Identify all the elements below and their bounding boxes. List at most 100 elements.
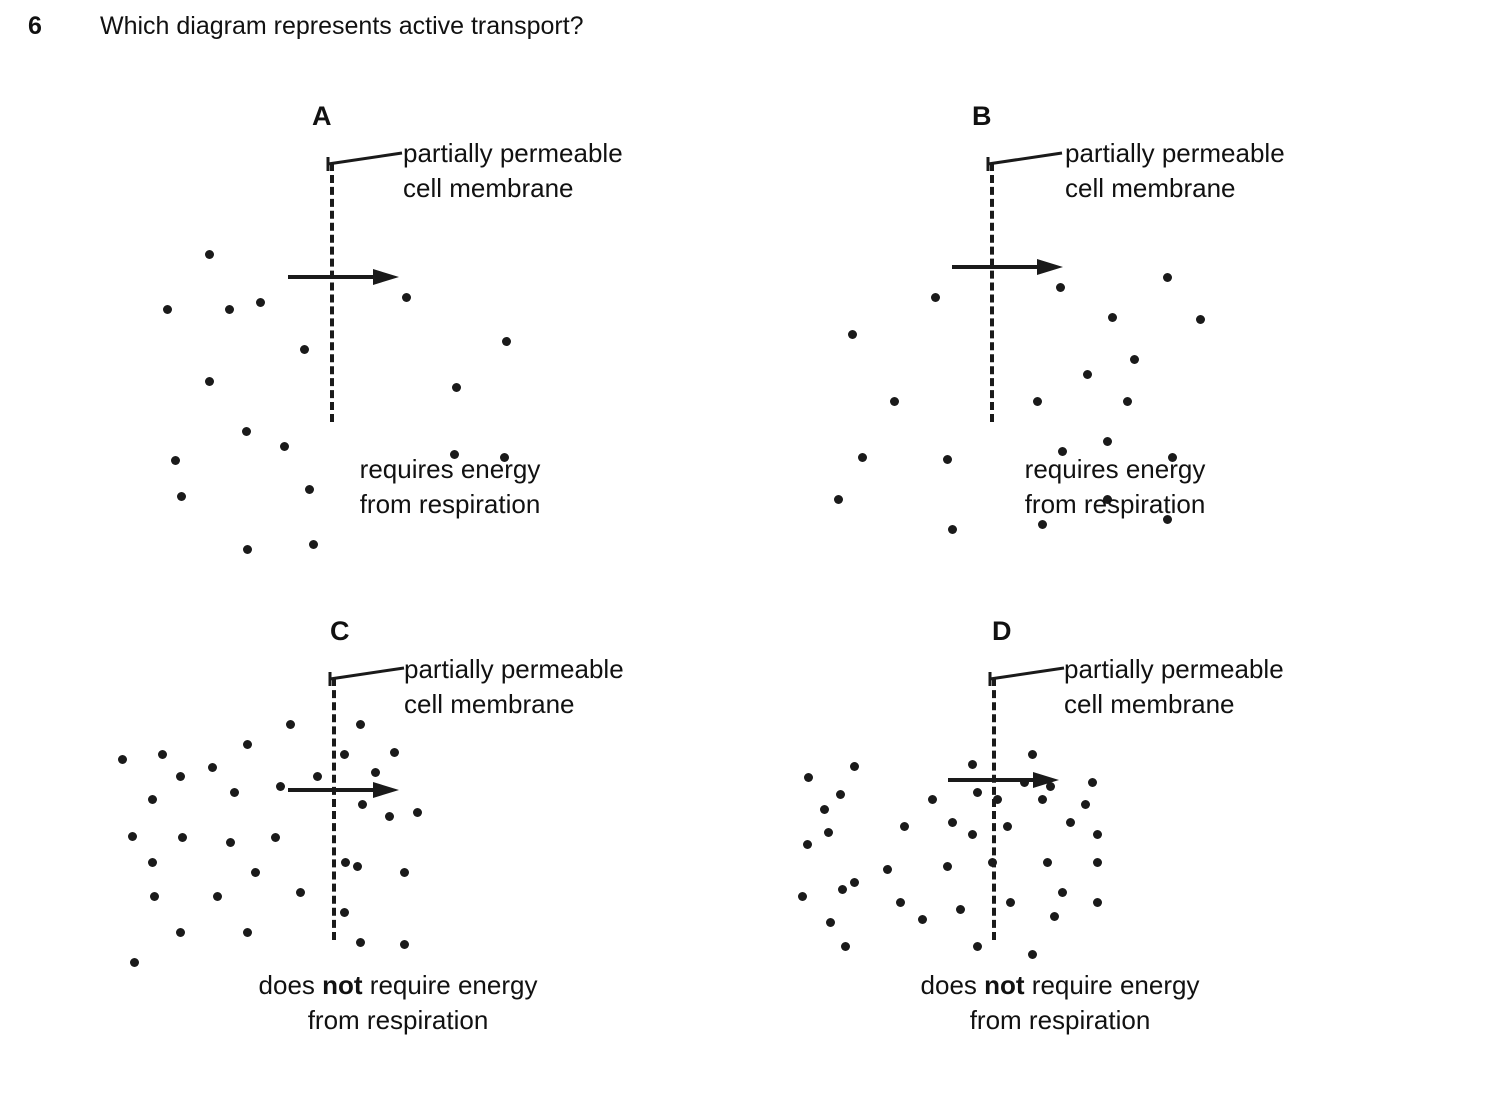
question-text: Which diagram represents active transpor… — [100, 12, 584, 40]
membrane-leader-line — [328, 666, 405, 686]
particle-dot — [280, 442, 289, 451]
particle-dot — [1050, 912, 1059, 921]
particle-dot — [230, 788, 239, 797]
particle-dot — [205, 250, 214, 259]
particle-dot — [838, 885, 847, 894]
particle-dot — [1081, 800, 1090, 809]
particle-dot — [826, 918, 835, 927]
membrane-label-line1: partially permeable — [1064, 654, 1284, 684]
caption-line1: does not require energy — [258, 970, 538, 1000]
particle-dot — [296, 888, 305, 897]
particle-dot — [890, 397, 899, 406]
particle-dot — [313, 772, 322, 781]
caption-line1: requires energy — [1024, 454, 1206, 484]
particle-dot — [848, 330, 857, 339]
particle-dot — [256, 298, 265, 307]
particle-dot — [309, 540, 318, 549]
particle-dot — [353, 862, 362, 871]
particle-dot — [803, 840, 812, 849]
particle-dot — [1056, 283, 1065, 292]
membrane-label: partially permeable cell membrane — [1064, 652, 1284, 721]
particle-dot — [1196, 315, 1205, 324]
membrane-leader-line — [988, 666, 1065, 686]
caption-emphasis: not — [984, 970, 1025, 1000]
particle-dot — [243, 928, 252, 937]
particle-dot — [356, 938, 365, 947]
membrane-label-line1: partially permeable — [403, 138, 623, 168]
particle-dot — [1033, 397, 1042, 406]
particle-dot — [242, 427, 251, 436]
caption-line1: requires energy — [359, 454, 541, 484]
particle-dot — [1163, 515, 1172, 524]
particle-dot — [390, 748, 399, 757]
membrane-label-line2: cell membrane — [1064, 688, 1235, 719]
cell-membrane-line — [330, 163, 334, 422]
particle-dot — [1168, 453, 1177, 462]
particle-dot — [931, 293, 940, 302]
particle-dot — [834, 495, 843, 504]
particle-dot — [1093, 830, 1102, 839]
particle-dot — [271, 833, 280, 842]
particle-dot — [968, 830, 977, 839]
particle-dot — [226, 838, 235, 847]
particle-dot — [177, 492, 186, 501]
particle-dot — [820, 805, 829, 814]
particle-dot — [1083, 370, 1092, 379]
particle-dot — [1058, 447, 1067, 456]
membrane-label-line2: cell membrane — [1065, 172, 1236, 203]
particle-dot — [305, 485, 314, 494]
particle-dot — [928, 795, 937, 804]
particle-dot — [824, 828, 833, 837]
particle-dot — [1003, 822, 1012, 831]
particle-dot — [1020, 778, 1029, 787]
particle-dot — [1043, 858, 1052, 867]
particle-dot — [148, 795, 157, 804]
particle-dot — [1108, 313, 1117, 322]
particle-dot — [225, 305, 234, 314]
particle-dot — [400, 868, 409, 877]
particle-dot — [1088, 778, 1097, 787]
particle-dot — [205, 377, 214, 386]
particle-dot — [500, 453, 509, 462]
particle-dot — [286, 720, 295, 729]
particle-dot — [896, 898, 905, 907]
particle-dot — [1163, 273, 1172, 282]
option-letter-a: A — [312, 101, 332, 131]
particle-dot — [1028, 750, 1037, 759]
particle-dot — [128, 832, 137, 841]
particle-dot — [276, 782, 285, 791]
particle-dot — [171, 456, 180, 465]
particle-dot — [208, 763, 217, 772]
particle-dot — [178, 833, 187, 842]
particle-dot — [1038, 795, 1047, 804]
transport-direction-arrow — [288, 782, 399, 798]
question-number: 6 — [28, 12, 42, 40]
membrane-leader-line — [326, 151, 403, 171]
particle-dot — [804, 773, 813, 782]
cell-membrane-line — [332, 678, 336, 940]
membrane-label-line1: partially permeable — [404, 654, 624, 684]
particle-dot — [385, 812, 394, 821]
particle-dot — [118, 755, 127, 764]
particle-dot — [502, 337, 511, 346]
particle-dot — [850, 878, 859, 887]
particle-dot — [243, 740, 252, 749]
caption-line2: from respiration — [307, 1005, 489, 1036]
membrane-leader-line — [986, 151, 1063, 171]
particle-dot — [948, 525, 957, 534]
particle-dot — [918, 915, 927, 924]
particle-dot — [176, 928, 185, 937]
particle-dot — [371, 768, 380, 777]
particle-dot — [973, 788, 982, 797]
particle-dot — [1123, 397, 1132, 406]
particle-dot — [1066, 818, 1075, 827]
particle-dot — [163, 305, 172, 314]
